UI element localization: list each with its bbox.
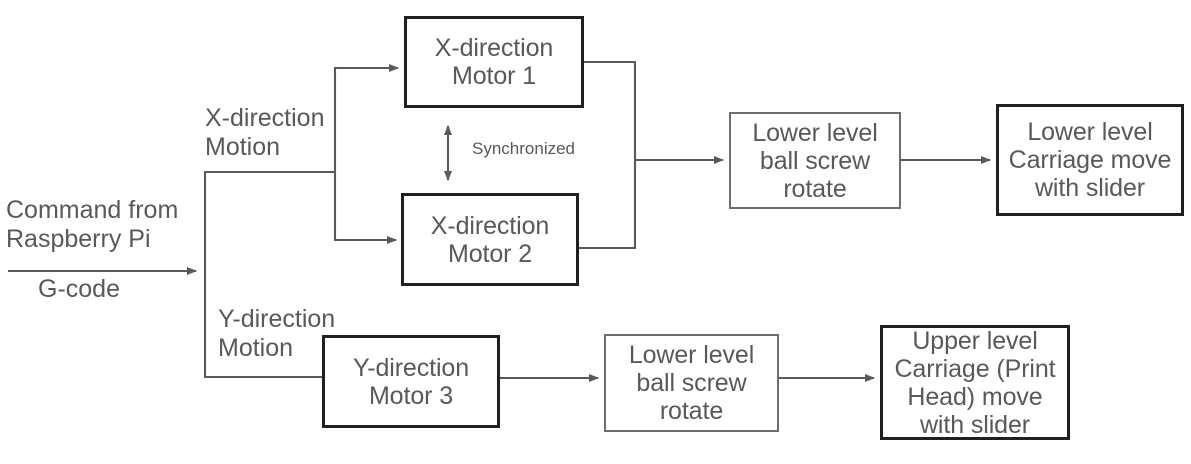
node-x-direction-motor-2[interactable]: X-direction Motor 2 — [401, 193, 579, 286]
node-y-direction-motor-3[interactable]: Y-direction Motor 3 — [322, 335, 500, 428]
node-x-direction-motor-1[interactable]: X-direction Motor 1 — [404, 16, 584, 108]
node-lower-ball-screw-x[interactable]: Lower level ball screw rotate — [729, 112, 901, 209]
node-lower-level-carriage[interactable]: Lower level Carriage move with slider — [996, 104, 1184, 216]
label-x-direction-motion: X-direction Motion — [205, 104, 325, 161]
label-synchronized: Synchronized — [472, 139, 576, 158]
label-command-source: Command from Raspberry Pi — [6, 196, 179, 253]
node-upper-level-carriage[interactable]: Upper level Carriage (Print Head) move w… — [880, 325, 1070, 440]
node-lower-ball-screw-y[interactable]: Lower level ball screw rotate — [604, 334, 779, 432]
label-y-direction-motion: Y-direction Motion — [218, 305, 336, 362]
label-gcode: G-code — [38, 275, 120, 303]
